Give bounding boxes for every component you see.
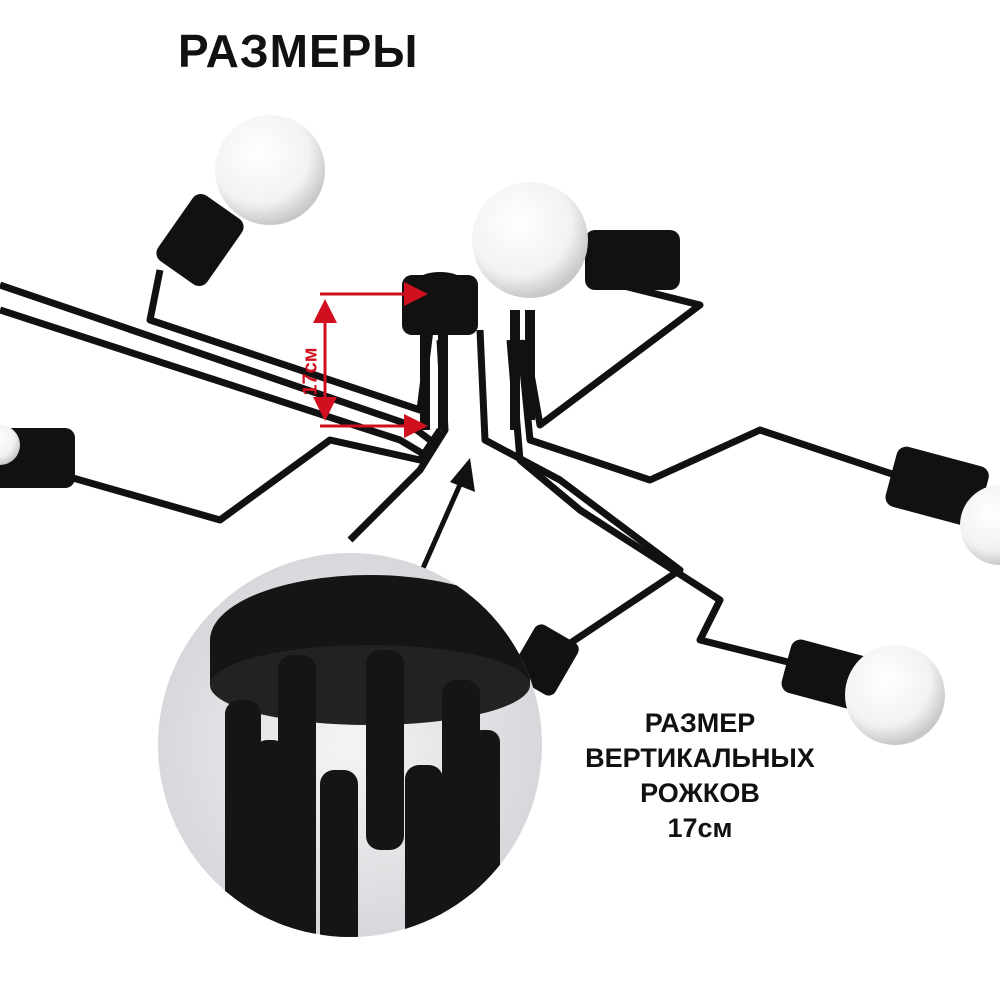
caption: РАЗМЕР ВЕРТИКАЛЬНЫХ РОЖКОВ 17см [540,706,860,846]
detail-inset [158,553,542,937]
caption-line: 17см [667,813,733,843]
bulbs [0,115,1000,745]
sockets [0,193,989,712]
dimension-marker [313,282,428,438]
caption-line: РАЗМЕР [644,708,756,738]
dimension-label: 17см [299,347,322,396]
pointer-arrow [417,458,475,577]
caption-line: РОЖКОВ [640,778,760,808]
page-title: РАЗМЕРЫ [178,25,419,77]
caption-line: ВЕРТИКАЛЬНЫХ [585,743,815,773]
